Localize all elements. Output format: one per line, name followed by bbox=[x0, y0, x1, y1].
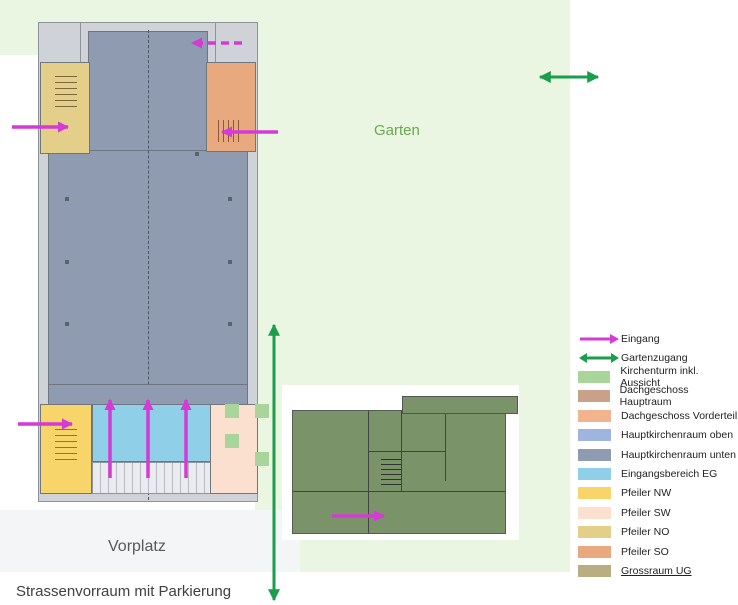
church-tower bbox=[225, 404, 280, 468]
axis-line bbox=[148, 30, 149, 500]
legend-label: Kirchenturm inkl. Aussicht bbox=[620, 365, 699, 389]
legend-entry: Pfeiler NW bbox=[578, 486, 671, 500]
garden-label: Garten bbox=[374, 122, 420, 139]
legend-label: Hauptkirchenraum unten bbox=[621, 448, 736, 461]
legend-swatch bbox=[578, 487, 611, 500]
garden-access-arrow-icon bbox=[579, 353, 619, 363]
entrance-steps bbox=[92, 462, 212, 494]
stairs bbox=[55, 72, 77, 112]
legend-label: Gartenzugang bbox=[621, 352, 688, 364]
legend-label: Pfeiler SW bbox=[621, 506, 671, 519]
stairs bbox=[55, 425, 77, 465]
legend-entry-entrance: Eingang bbox=[578, 332, 660, 346]
legend-swatch bbox=[578, 429, 611, 442]
legend-entry: Kirchenturm inkl. Aussicht bbox=[578, 365, 738, 389]
legend-swatch bbox=[578, 506, 611, 519]
legend-swatch bbox=[578, 565, 611, 577]
legend-entry: Pfeiler NO bbox=[578, 525, 669, 539]
pillar-sw bbox=[210, 404, 258, 494]
legend-label: Pfeiler NO bbox=[621, 526, 670, 539]
legend-label: Grossraum UG bbox=[621, 565, 692, 577]
legend-label: Eingang bbox=[621, 333, 660, 345]
legend-label: Pfeiler SO bbox=[621, 545, 669, 558]
legend-label: Hauptkirchenraum oben bbox=[621, 429, 734, 442]
legend-label: Dachgeschoss Hauptraum bbox=[619, 384, 689, 409]
legend-entry: Hauptkirchenraum unten bbox=[578, 448, 736, 462]
legend-entry: Pfeiler SO bbox=[578, 545, 669, 559]
legend-swatch bbox=[578, 371, 611, 383]
legend-swatch bbox=[578, 448, 611, 461]
legend-swatch bbox=[578, 409, 611, 422]
legend-swatch bbox=[578, 468, 611, 480]
legend-entry: Dachgeschoss Vorderteil bbox=[578, 409, 737, 423]
legend-label: Eingangsbereich EG bbox=[621, 468, 718, 480]
legend-entry: Hauptkirchenraum oben bbox=[578, 428, 733, 442]
legend-entry: Eingangsbereich EG bbox=[578, 467, 717, 481]
legend-label: Pfeiler NW bbox=[621, 487, 672, 500]
forecourt-label: Vorplatz bbox=[108, 538, 166, 555]
entrance-arrow-icon bbox=[580, 334, 619, 344]
legend-label: Dachgeschoss Vorderteil bbox=[621, 409, 738, 422]
legend-swatch bbox=[578, 526, 611, 539]
column bbox=[65, 322, 69, 326]
column bbox=[228, 260, 232, 264]
column bbox=[65, 197, 69, 201]
legend: Eingang Gartenzugang Kirchenturm inkl. A… bbox=[578, 332, 738, 577]
legend-swatch bbox=[578, 390, 610, 403]
basement-annex bbox=[402, 396, 518, 414]
legend-entry: Pfeiler SW bbox=[578, 506, 671, 520]
legend-entry: Grossraum UG bbox=[578, 564, 692, 578]
street-label: Strassenvorraum mit Parkierung bbox=[16, 583, 232, 600]
column bbox=[195, 152, 199, 156]
basement-plan bbox=[292, 410, 506, 534]
column bbox=[228, 322, 232, 326]
column bbox=[65, 260, 69, 264]
legend-entry: Dachgeschoss Hauptraum bbox=[578, 384, 738, 408]
legend-swatch bbox=[578, 545, 611, 558]
legend-entry-garden-access: Gartenzugang bbox=[578, 351, 688, 365]
forecourt-area bbox=[0, 510, 300, 572]
column bbox=[228, 197, 232, 201]
